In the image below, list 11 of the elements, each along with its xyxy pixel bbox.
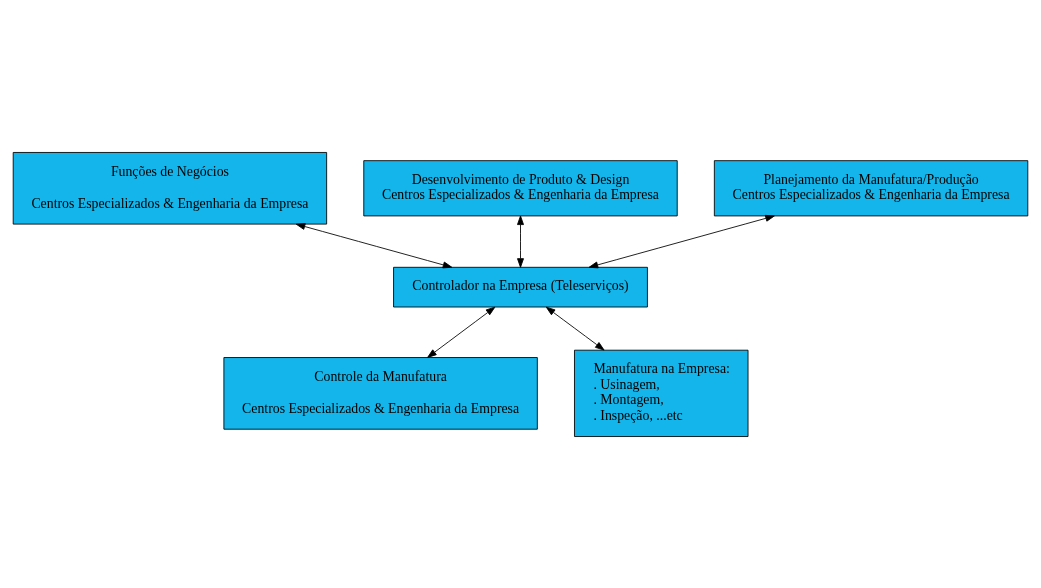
arrow — [427, 306, 496, 358]
arrow — [295, 222, 453, 268]
arrow — [517, 215, 524, 268]
node-box: Desenvolvimento de Produto & Design Centros Especializados & Engenharia da Empresa — [363, 159, 678, 216]
node-box: Manufatura na Empresa: . Usinagem, . Montagem, . Inspeção, ...etc — [574, 349, 749, 437]
arrow — [545, 306, 605, 350]
node-box: Planejamento da Manufatura/Produção Centros Especializados & Engenharia da Empresa — [713, 159, 1029, 216]
node-box: Funções de Negócios Centros Especializados & Engenharia da Empresa — [12, 151, 328, 225]
node-box: Controlador na Empresa (Teleserviços) — [393, 266, 648, 307]
node-box: Controle da Manufatura Centros Especializados & Engenharia da Empresa — [223, 356, 538, 430]
arrow — [588, 214, 775, 268]
